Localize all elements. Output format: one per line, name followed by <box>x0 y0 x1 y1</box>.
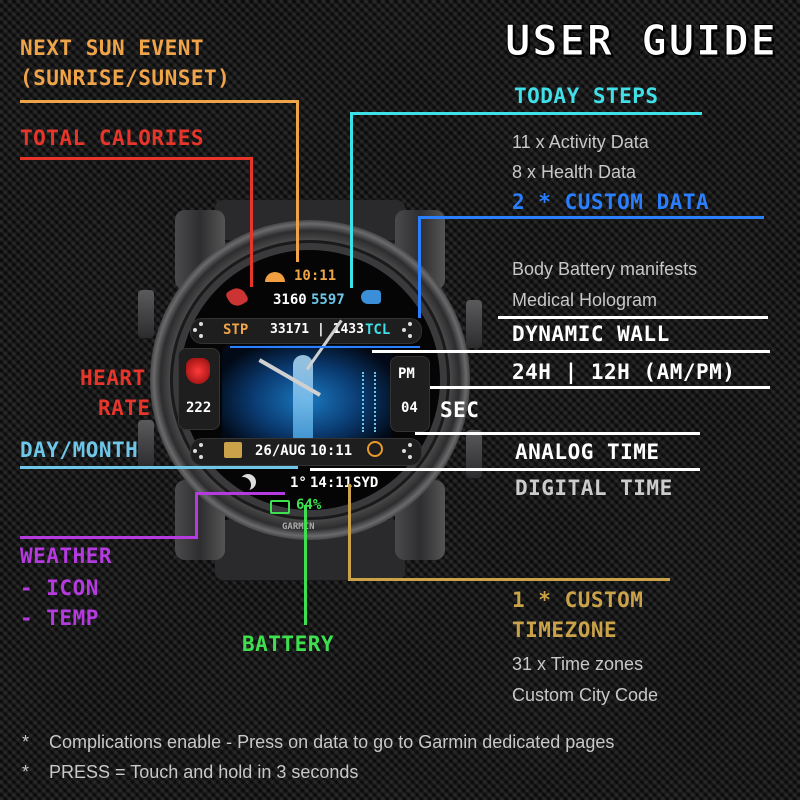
footnote: * Complications enable - Press on data t… <box>22 732 615 752</box>
sunrise-icon <box>265 272 285 282</box>
dots-icon <box>402 443 418 459</box>
page-title: USER GUIDE <box>505 16 778 66</box>
connector-line <box>418 216 421 318</box>
label-total-calories: TOTAL CALORIES <box>20 126 205 150</box>
label-digital-time: DIGITAL TIME <box>515 476 673 500</box>
label-sec: SEC <box>440 398 480 422</box>
side-button[interactable] <box>466 300 482 348</box>
connector-line <box>415 432 700 435</box>
label-sun-event-sub: (SUNRISE/SUNSET) <box>20 66 231 90</box>
calories-value[interactable]: 3160 <box>273 292 307 308</box>
temperature-value[interactable]: 1° <box>290 475 307 491</box>
body-figure <box>293 355 313 445</box>
timer-icon <box>367 441 383 457</box>
heart-rate-value[interactable]: 222 <box>186 400 212 416</box>
connector-line <box>20 100 298 103</box>
heart-icon <box>186 358 210 384</box>
digital-time-value: 10:11 <box>310 443 353 459</box>
brand-logo: GARMIN <box>282 522 315 532</box>
shoe-icon <box>361 290 381 304</box>
connector-line <box>350 112 353 288</box>
info-city-code: Custom City Code <box>512 685 659 705</box>
info-time-zones: 31 x Time zones <box>512 654 644 674</box>
connector-line <box>20 157 250 160</box>
footnote: * PRESS = Touch and hold in 3 seconds <box>22 762 359 782</box>
label-custom-data: 2 * CUSTOM DATA <box>512 190 710 214</box>
label-today-steps: TODAY STEPS <box>514 84 659 108</box>
date-value[interactable]: 26/AUG <box>255 443 306 459</box>
side-button[interactable] <box>466 430 482 478</box>
tz-code-value[interactable]: SYD <box>353 475 379 491</box>
connector-line <box>195 492 198 538</box>
connector-line <box>350 112 702 115</box>
connector-line <box>20 466 298 469</box>
info-health: 8 x Health Data <box>512 162 637 182</box>
connector-line <box>372 350 770 353</box>
calendar-icon <box>224 442 242 458</box>
side-button[interactable] <box>138 420 154 468</box>
pm-box[interactable] <box>390 356 430 432</box>
label-custom-timezone: 1 * CUSTOM <box>512 588 644 612</box>
connector-line <box>195 492 285 495</box>
connector-line <box>430 386 770 389</box>
label-heart: HEART <box>80 366 146 390</box>
connector-line <box>296 100 299 262</box>
battery-value[interactable]: 64% <box>296 497 322 513</box>
label-weather-icon: - ICON <box>20 576 99 600</box>
stp-label: STP <box>223 322 249 338</box>
label-weather: WEATHER <box>20 544 113 568</box>
label-rate: RATE <box>98 396 151 420</box>
label-battery: BATTERY <box>242 632 335 656</box>
info-activity: 11 x Activity Data <box>512 132 649 152</box>
battery-icon <box>270 500 290 514</box>
connector-line <box>348 578 670 581</box>
dna-icon <box>362 372 376 432</box>
label-time-format: 24H | 12H (AM/PM) <box>512 360 736 384</box>
label-analog-time: ANALOG TIME <box>515 440 660 464</box>
connector-line <box>418 216 764 219</box>
sun-event-time[interactable]: 10:11 <box>294 268 337 284</box>
label-weather-temp: - TEMP <box>20 606 99 630</box>
connector-line <box>310 468 700 471</box>
dots-icon <box>193 322 209 338</box>
dots-icon <box>402 322 418 338</box>
steps-value[interactable]: 5597 <box>311 292 345 308</box>
tz-time-value[interactable]: 14:11 <box>310 475 353 491</box>
ampm-value: PM <box>398 366 415 382</box>
info-body-battery: Body Battery manifests <box>512 259 698 279</box>
connector-line <box>250 157 253 287</box>
connector-line <box>304 505 307 625</box>
moon-icon <box>240 474 256 490</box>
label-sun-event: NEXT SUN EVENT <box>20 36 205 60</box>
side-button[interactable] <box>138 290 154 338</box>
label-custom-timezone-sub: TIMEZONE <box>512 618 618 642</box>
connector-line <box>230 346 420 348</box>
stp-values[interactable]: 33171 | 1433 <box>270 322 364 337</box>
connector-line <box>348 484 351 580</box>
info-hologram: Medical Hologram <box>512 290 658 310</box>
tcl-label: TCL <box>365 322 391 338</box>
connector-line <box>498 316 768 319</box>
seconds-value: 04 <box>401 400 418 416</box>
stp-row[interactable] <box>190 318 422 344</box>
label-day-month: DAY/MONTH <box>20 438 139 462</box>
label-dynamic-wall: DYNAMIC WALL <box>512 322 670 346</box>
connector-line <box>20 536 198 539</box>
dots-icon <box>193 443 209 459</box>
